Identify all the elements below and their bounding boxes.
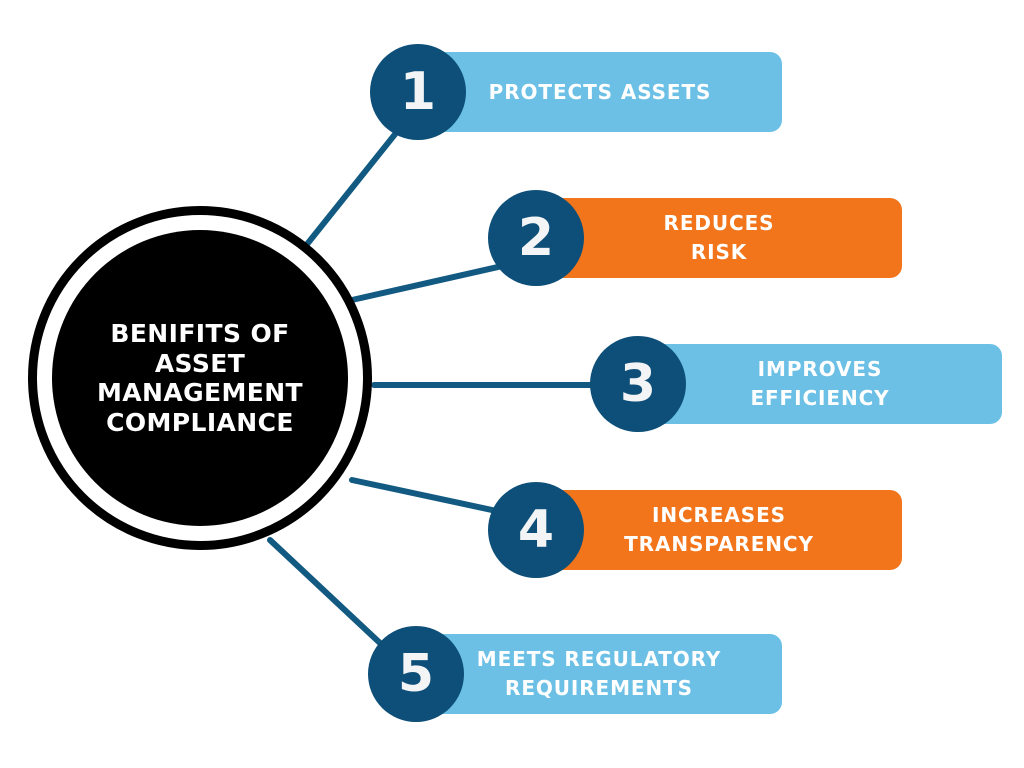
benefit-badge-4[interactable]: 4 bbox=[488, 482, 584, 578]
benefit-badge-2[interactable]: 2 bbox=[488, 190, 584, 286]
benefit-number-2: 2 bbox=[517, 208, 555, 268]
benefit-label-5: MEETS REGULATORY REQUIREMENTS bbox=[476, 647, 722, 700]
benefit-label-2: REDUCES RISK bbox=[663, 211, 775, 264]
connector-line-2 bbox=[349, 259, 523, 303]
benefit-number-5: 5 bbox=[397, 644, 435, 704]
benefit-label-1: PROTECTS ASSETS bbox=[488, 79, 712, 104]
benefit-row-5[interactable]: MEETS REGULATORY REQUIREMENTS 5 bbox=[368, 626, 782, 722]
benefit-number-3: 3 bbox=[619, 354, 657, 414]
benefit-number-4: 4 bbox=[517, 500, 555, 560]
benefit-row-3[interactable]: IMPROVES EFFICIENCY 3 bbox=[590, 336, 1002, 432]
benefit-badge-1[interactable]: 1 bbox=[370, 44, 466, 140]
benefit-row-4[interactable]: INCREASES TRANSPARENCY 4 bbox=[488, 482, 902, 578]
benefit-badge-3[interactable]: 3 bbox=[590, 336, 686, 432]
benefit-label-3: IMPROVES EFFICIENCY bbox=[750, 357, 890, 410]
benefit-row-2[interactable]: REDUCES RISK 2 bbox=[488, 190, 902, 286]
benefit-label-4: INCREASES TRANSPARENCY bbox=[624, 503, 814, 556]
benefit-row-1[interactable]: PROTECTS ASSETS 1 bbox=[370, 44, 782, 140]
benefit-badge-5[interactable]: 5 bbox=[368, 626, 464, 722]
central-hub: BENIFITS OF ASSET MANAGEMENT COMPLIANCE bbox=[28, 206, 372, 550]
benefit-bar-1[interactable]: PROTECTS ASSETS bbox=[418, 52, 782, 132]
benefit-number-1: 1 bbox=[399, 62, 437, 122]
connector-line-5 bbox=[267, 537, 399, 661]
benefit-bar-3[interactable]: IMPROVES EFFICIENCY bbox=[638, 344, 1002, 424]
hub-core-disc: BENIFITS OF ASSET MANAGEMENT COMPLIANCE bbox=[52, 230, 348, 526]
benefit-bar-4[interactable]: INCREASES TRANSPARENCY bbox=[536, 490, 902, 570]
benefit-bar-2[interactable]: REDUCES RISK bbox=[536, 198, 902, 278]
benefit-bar-5[interactable]: MEETS REGULATORY REQUIREMENTS bbox=[416, 634, 782, 714]
hub-title: BENIFITS OF ASSET MANAGEMENT COMPLIANCE bbox=[96, 319, 304, 437]
